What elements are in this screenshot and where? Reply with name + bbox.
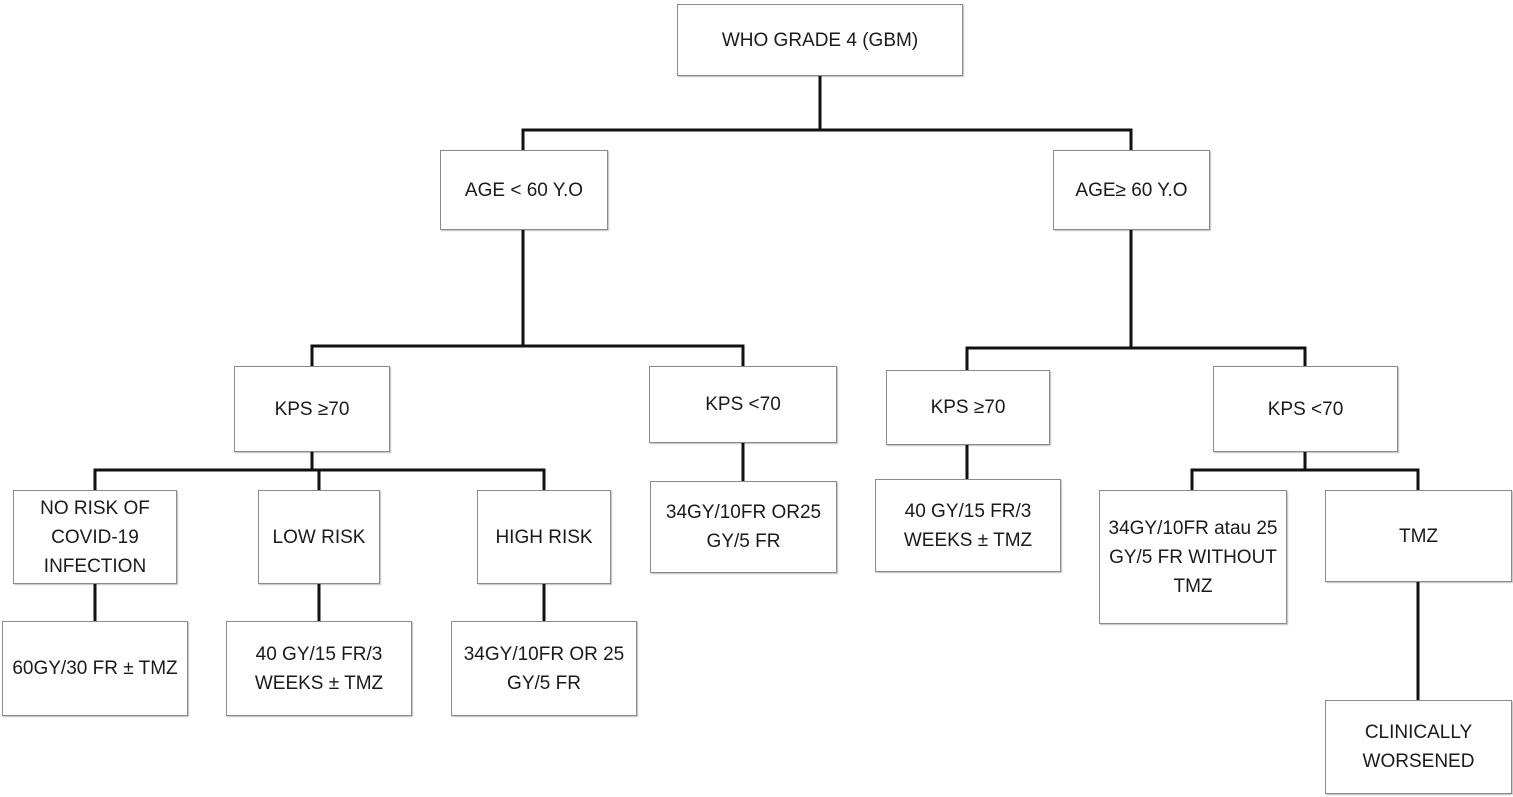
- low-risk-regimen-node: 40 GY/15 FR/3 WEEKS ± TMZ: [226, 621, 412, 716]
- young-kps-low-node: KPS <70: [649, 366, 837, 443]
- old-kps-high-node: KPS ≥70: [886, 370, 1050, 445]
- low-risk-node: LOW RISK: [258, 490, 380, 584]
- high-risk-node: HIGH RISK: [477, 490, 611, 584]
- old-kps-high-regimen-node: 40 GY/15 FR/3 WEEKS ± TMZ: [875, 479, 1061, 572]
- clinically-worsened-node: CLINICALLY WORSENED: [1325, 700, 1512, 794]
- no-risk-node: NO RISK OF COVID-19 INFECTION: [13, 490, 177, 584]
- high-risk-regimen-node: 34GY/10FR OR 25 GY/5 FR: [451, 621, 637, 716]
- young-kps-high-node: KPS ≥70: [234, 366, 390, 452]
- old-kps-low-regimen-node: 34GY/10FR atau 25 GY/5 FR WITHOUT TMZ: [1099, 490, 1287, 624]
- old-kps-low-node: KPS <70: [1213, 366, 1398, 452]
- age-under-60-node: AGE < 60 Y.O: [440, 150, 608, 230]
- age-60-plus-node: AGE≥ 60 Y.O: [1053, 150, 1210, 230]
- no-risk-regimen-node: 60GY/30 FR ± TMZ: [2, 621, 188, 716]
- young-kps-low-regimen-node: 34GY/10FR OR25 GY/5 FR: [650, 481, 837, 573]
- root-node: WHO GRADE 4 (GBM): [677, 4, 963, 76]
- tmz-node: TMZ: [1325, 490, 1512, 582]
